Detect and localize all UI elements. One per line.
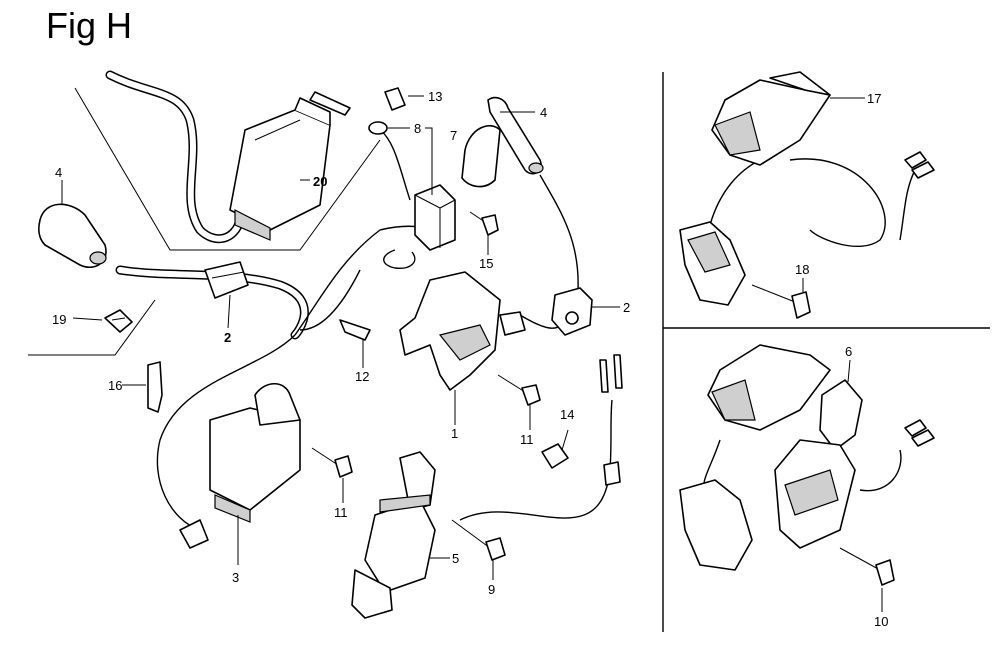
inset-outline-19 [28, 299, 156, 356]
bolt-18 [751, 284, 811, 319]
grommet-8 [368, 121, 388, 135]
inset-outline-20 [74, 87, 381, 251]
ignition-coil-20 [229, 97, 331, 241]
figure-title: Fig H [46, 5, 133, 46]
condenser-7 [414, 184, 456, 251]
callout-12: 12 [355, 369, 369, 384]
callout-1: 1 [451, 426, 458, 441]
ignition-coil-1 [399, 271, 526, 391]
callout-2-left: 2 [224, 330, 231, 345]
callout-9: 9 [488, 582, 495, 597]
callout-11-lower: 11 [334, 505, 348, 520]
bolt-11-lower [311, 447, 353, 478]
wire-terminals-17 [904, 151, 935, 179]
ignition-unit-17 [711, 71, 831, 166]
clamp-16 [147, 361, 163, 413]
callout-15: 15 [479, 256, 493, 271]
grommet-2-left [204, 261, 249, 299]
callout-8: 8 [414, 121, 421, 136]
bolt-9 [451, 519, 506, 561]
callout-2-right: 2 [623, 300, 630, 315]
callout-6: 6 [845, 344, 852, 359]
callout-18: 18 [795, 262, 809, 277]
ignition-unit-6-lower [679, 439, 856, 571]
callout-4-left: 4 [55, 165, 62, 180]
wire-terminals-6 [904, 419, 935, 447]
callout-20: 20 [313, 174, 327, 189]
bolt-11-upper [497, 374, 541, 406]
grommet-2-right [551, 287, 593, 336]
clip-19 [104, 309, 133, 333]
callout-13: 13 [428, 89, 442, 104]
callout-14: 14 [560, 407, 574, 422]
clip-13 [384, 87, 406, 111]
callout-19: 19 [52, 312, 66, 327]
bolt-15 [469, 211, 499, 236]
ignition-unit-17-lower [679, 221, 746, 306]
ignition-module-5 [351, 451, 436, 619]
callout-5: 5 [452, 551, 459, 566]
spark-plug-cap-4-left [38, 203, 107, 269]
wire-terminals-main [599, 354, 623, 486]
callout-labels: 4 19 16 2 3 20 13 8 7 4 15 2 1 12 11 14 … [52, 89, 888, 629]
spark-plug-cap-4-right [461, 96, 544, 188]
callout-7: 7 [450, 128, 457, 143]
ignition-coil-3 [179, 382, 301, 549]
ignition-unit-6 [707, 344, 863, 451]
clip-12 [339, 319, 371, 341]
leader-lines [61, 95, 883, 612]
callout-16: 16 [108, 378, 122, 393]
bolt-10 [839, 547, 895, 586]
callout-3: 3 [232, 570, 239, 585]
upper-hose [105, 70, 245, 244]
clip-14 [541, 443, 569, 469]
terminal-connector-top [309, 91, 351, 116]
callout-4-right: 4 [540, 105, 547, 120]
callout-10: 10 [874, 614, 888, 629]
callout-17: 17 [867, 91, 881, 106]
callout-11-upper: 11 [520, 432, 534, 447]
